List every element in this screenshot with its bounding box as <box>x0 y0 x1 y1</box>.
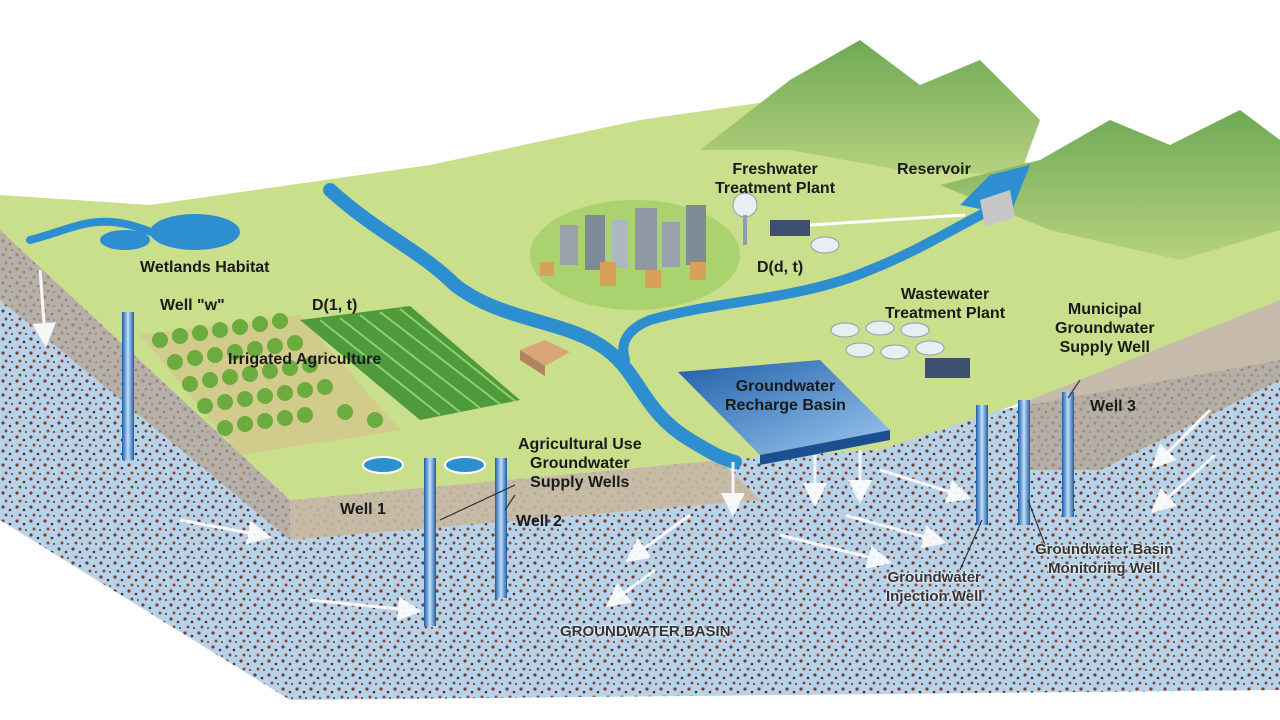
wells <box>122 312 1074 626</box>
wetlands-ponds <box>100 214 240 250</box>
label-d1t: D(1, t) <box>312 297 358 314</box>
label-ag-supply-wells: Agricultural Use Groundwater Supply Well… <box>518 436 642 491</box>
label-well-3: Well 3 <box>1090 398 1136 415</box>
label-monitoring-well: Groundwater Basin Monitoring Well <box>1035 541 1174 577</box>
label-well-2: Well 2 <box>516 513 562 530</box>
label-wastewater-treatment-plant: Wastewater Treatment Plant <box>885 286 1006 322</box>
freshwater-treatment-plant <box>732 192 966 254</box>
groundwater-basin-block <box>0 230 1280 700</box>
irrigation-ponds <box>362 456 486 474</box>
crop-field <box>300 306 520 420</box>
label-injection-well: Groundwater Injection Well <box>886 569 983 605</box>
label-recharge-basin: Groundwater Recharge Basin <box>725 378 846 414</box>
label-municipal-supply-well: Municipal Groundwater Supply Well <box>1055 301 1155 356</box>
mountain-range <box>700 40 1280 260</box>
label-groundwater-basin: GROUNDWATER BASIN <box>560 623 731 640</box>
label-well-1: Well 1 <box>340 501 386 518</box>
wastewater-treatment-plant <box>830 320 970 378</box>
reservoir-dam <box>960 165 1030 226</box>
farm-barn <box>520 340 570 376</box>
label-ddt: D(d, t) <box>757 259 804 276</box>
label-well-w: Well "w" <box>160 297 225 314</box>
label-irrigated-agriculture: Irrigated Agriculture <box>228 351 382 368</box>
orchard <box>140 313 400 455</box>
leader-lines <box>439 379 1081 571</box>
label-reservoir: Reservoir <box>897 161 971 178</box>
recharge-basin <box>678 360 890 465</box>
flow-arrows <box>32 269 1217 621</box>
label-wetlands-habitat: Wetlands Habitat <box>140 259 270 276</box>
city <box>530 200 740 310</box>
label-freshwater-treatment-plant: Freshwater Treatment Plant <box>715 161 836 197</box>
